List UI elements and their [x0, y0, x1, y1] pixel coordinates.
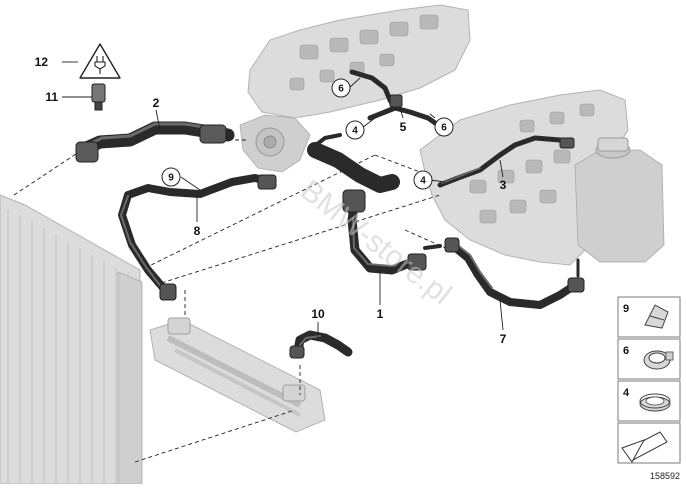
oil-cooler — [149, 317, 326, 433]
callout-6b-label: 6 — [441, 123, 447, 134]
legend-label-6: 6 — [623, 345, 629, 357]
part-label-12: 12 — [35, 55, 49, 69]
temperature-sensor-11 — [91, 83, 106, 111]
callout-circle-9: 9 — [161, 167, 181, 187]
hose-3 — [437, 135, 575, 188]
hose-8 — [118, 174, 277, 301]
legend-label-9: 9 — [623, 303, 629, 315]
callout-circle-6a: 6 — [331, 78, 351, 98]
callout-6a-label: 6 — [338, 84, 344, 95]
part-label-1: 1 — [377, 307, 384, 321]
legend-label-4: 4 — [623, 387, 630, 399]
hose-clamp-icon — [643, 350, 674, 370]
callout-4a-label: 4 — [352, 126, 358, 137]
callout-circle-4b: 4 — [413, 170, 433, 190]
part-label-11: 11 — [45, 90, 58, 104]
reference-arrow-icon — [621, 431, 668, 463]
part-label-2: 2 — [153, 96, 160, 110]
leader-lines — [62, 61, 504, 338]
expansion-tank — [574, 137, 665, 263]
callout-4b-label: 4 — [420, 176, 426, 187]
callout-9-label: 9 — [168, 173, 174, 184]
connector-pipes — [310, 133, 442, 250]
part-label-5: 5 — [400, 120, 407, 134]
electric-warning-icon — [79, 43, 121, 79]
legend-panel: 9 6 4 — [617, 296, 681, 464]
hose-2 — [75, 121, 235, 163]
callout-circle-4a: 4 — [345, 120, 365, 140]
cylinder-head-upper — [247, 4, 471, 119]
hose-1 — [307, 142, 427, 275]
hose-5 — [349, 69, 441, 128]
callout-circle-6b: 6 — [434, 117, 454, 137]
hose-7 — [444, 237, 585, 309]
part-label-8: 8 — [194, 224, 201, 238]
radiator — [0, 194, 143, 485]
hose-10 — [289, 330, 353, 359]
spring-clamp-icon — [639, 393, 671, 412]
diagram-number: 158592 — [650, 471, 680, 481]
part-label-3: 3 — [500, 178, 507, 192]
part-label-7: 7 — [500, 332, 507, 346]
water-pump — [239, 114, 311, 173]
clip-icon — [644, 304, 669, 329]
part-label-10: 10 — [311, 307, 325, 321]
